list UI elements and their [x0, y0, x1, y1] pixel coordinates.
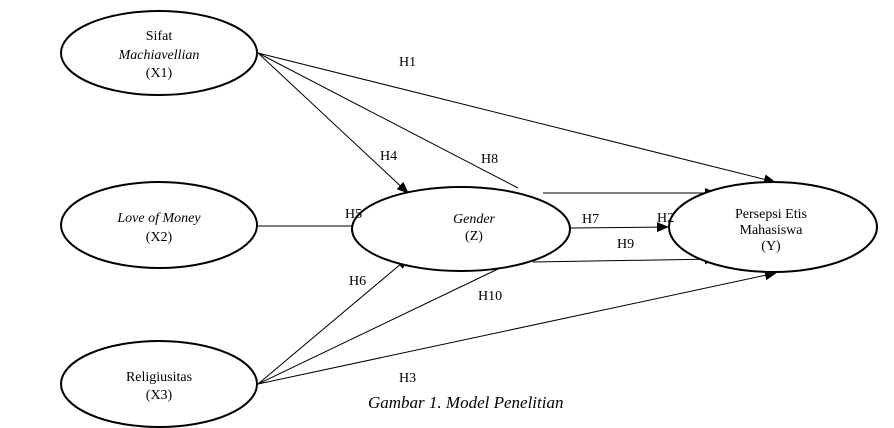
node-y: Persepsi Etis Mahasiswa (Y)	[668, 181, 878, 273]
arrow-h2	[570, 222, 669, 233]
hypothesis-labels: H1 H4 H8 H5 H7 H2 H9 H6 H10 H3	[345, 55, 674, 386]
node-x1: Sifat Machiavellian (X1)	[60, 10, 258, 96]
arrow-h6	[257, 257, 409, 385]
label-h8: H8	[481, 152, 498, 167]
label-h1: H1	[399, 55, 416, 70]
label-h9: H9	[617, 237, 634, 252]
line-h8	[257, 52, 519, 189]
arrow-h3	[257, 270, 777, 385]
node-x1-code: (X1)	[146, 66, 173, 81]
arrow-h4	[257, 52, 409, 194]
node-x1-label: Sifat	[146, 29, 173, 44]
node-x1-ellipse	[60, 10, 258, 96]
node-x3-label: Religiusitas	[126, 370, 192, 385]
figure-caption: Gambar 1. Model Penelitian	[368, 393, 563, 412]
label-h6: H6	[349, 274, 366, 289]
node-x3: Religiusitas (X3)	[60, 340, 258, 428]
node-y-label: Persepsi Etis	[735, 207, 807, 222]
node-x2-code: (X2)	[146, 230, 173, 245]
label-h4: H4	[380, 149, 397, 164]
node-x2: Love of Money (X2)	[60, 181, 258, 269]
connectors	[256, 52, 777, 385]
node-z-code: (Z)	[465, 229, 483, 244]
label-h2: H2	[657, 211, 674, 226]
label-h5: H5	[345, 207, 362, 222]
line-h10	[257, 267, 501, 385]
node-x2-label: Love of Money	[116, 211, 201, 226]
arrow-h9	[532, 254, 717, 265]
node-x3-ellipse	[60, 340, 258, 428]
node-x1-sublabel: Machiavellian	[118, 48, 200, 63]
label-h7: H7	[582, 212, 599, 227]
node-x2-ellipse	[60, 181, 258, 269]
node-y-code: (Y)	[761, 239, 781, 254]
node-z: Gender (Z)	[351, 186, 571, 272]
node-z-label: Gender	[453, 212, 496, 227]
node-y-ellipse	[668, 181, 878, 273]
node-x3-code: (X3)	[146, 388, 173, 403]
node-z-ellipse	[351, 186, 571, 272]
label-h3: H3	[399, 371, 416, 386]
node-y-sublabel: Mahasiswa	[740, 223, 804, 238]
label-h10: H10	[478, 289, 502, 304]
arrow-h1	[257, 52, 776, 185]
